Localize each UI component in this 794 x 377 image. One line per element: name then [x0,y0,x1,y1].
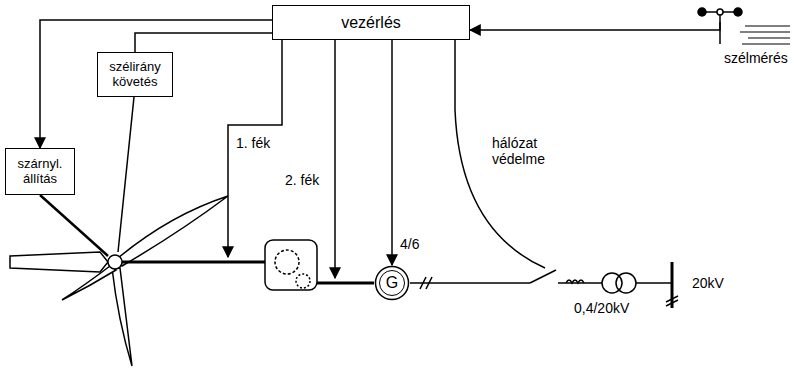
pitch-link [40,195,108,256]
brake-label: 2. fék [283,172,321,188]
control-box: vezérlés [272,5,470,40]
rotor-blade [118,196,228,266]
brake-label: 1. fék [234,135,272,151]
gearbox [265,240,317,290]
cable [636,282,672,284]
switch [530,270,556,283]
brake-line [228,40,282,257]
connector [40,20,272,148]
cable [558,282,602,284]
main-shaft [122,261,265,264]
wind-lines [740,26,790,44]
voltage-label: 20kV [690,275,726,291]
yaw-link [118,97,134,252]
cable-tick [420,277,426,289]
gear [296,274,310,288]
cable-tick [426,277,432,289]
protection-label: hálózat védelme [490,135,564,167]
anemometer-cup [698,8,706,16]
pole-count: 4/6 [398,236,421,252]
sensor-label: szélmérés [722,50,790,66]
rotor-blade [62,266,116,300]
yaw-control-box: szélirány követés [97,52,173,97]
output-shaft [317,282,374,285]
busbar-mark [666,300,678,306]
box-text: szélirány követés [102,60,168,89]
box-text: G [386,274,398,292]
box-text: vezérlés [341,14,401,32]
anemometer-cup [717,9,723,15]
pitch-control-box: szárnyl. állítás [5,148,75,195]
voltage-label: 0,4/20kV [572,300,631,316]
box-text: szárnyl. állítás [10,157,70,186]
inductor [566,280,584,283]
transformer [616,273,636,293]
busbar [671,262,674,308]
anemometer-cup [734,8,742,16]
rotor-hub [108,255,122,269]
connector [135,33,272,52]
connector [391,40,393,265]
nacelle-cone [10,252,108,272]
wind-signal [470,22,720,30]
gear [275,250,299,274]
rotor-blade [112,268,132,366]
generator-symbol: G [374,265,410,301]
brake-line [334,40,336,278]
